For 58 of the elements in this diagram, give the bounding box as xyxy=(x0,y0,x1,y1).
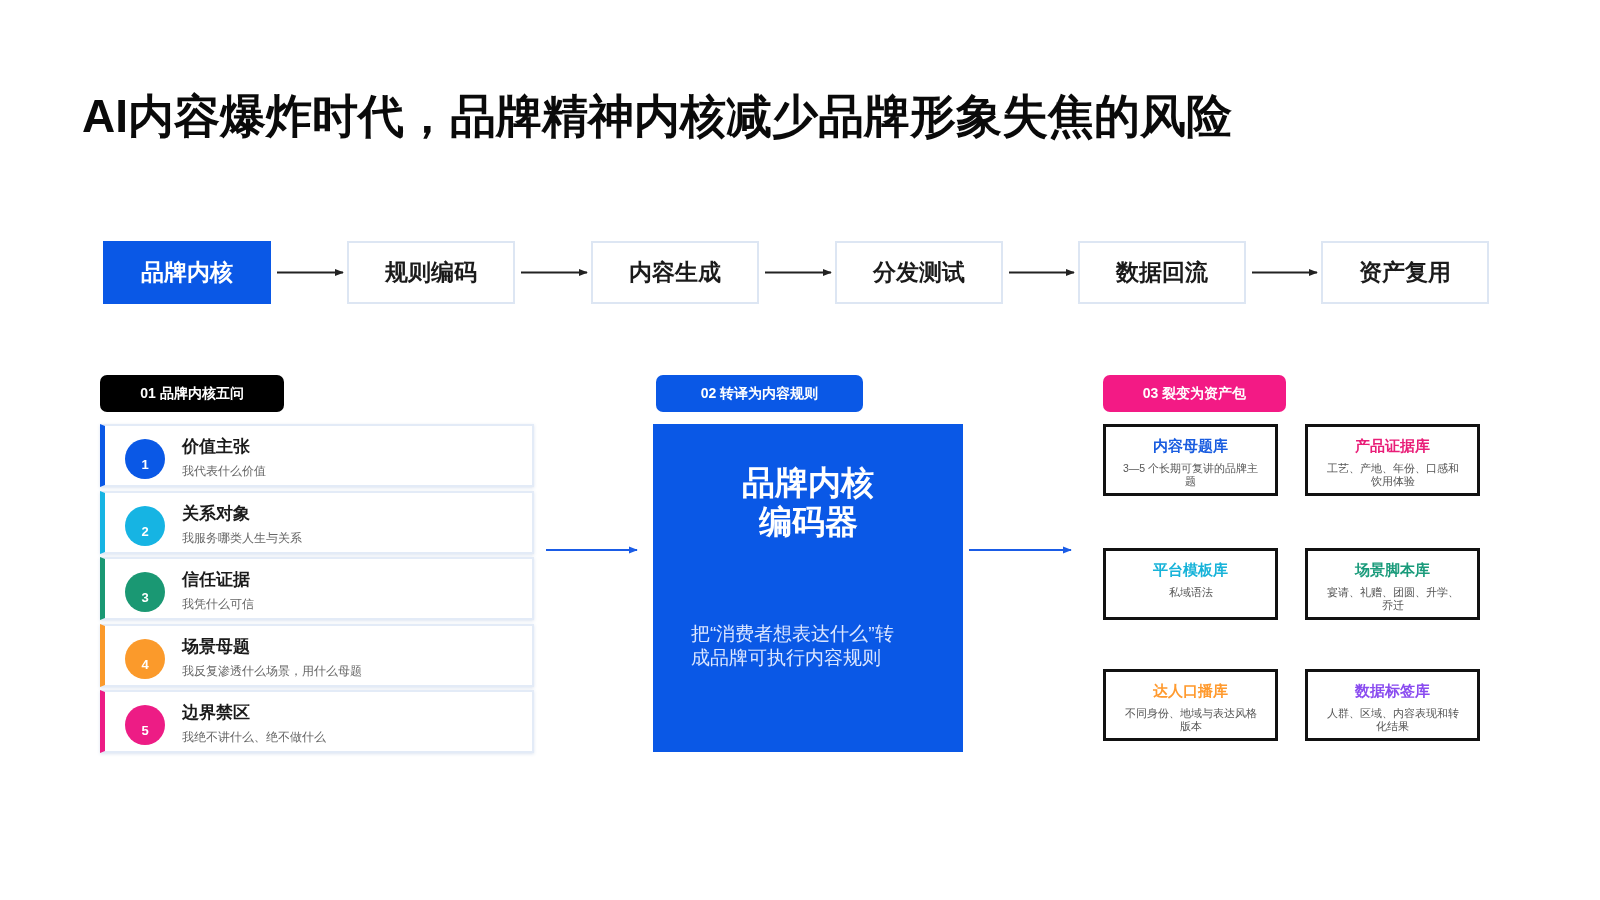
asset-card xyxy=(1305,424,1480,496)
item-card xyxy=(100,424,534,487)
section-tag: 02 转译为内容规则 xyxy=(656,375,863,412)
page-title: AI内容爆炸时代，品牌精神内核减少品牌形象失焦的风险 xyxy=(82,89,1232,144)
arrow xyxy=(520,268,588,277)
asset-card xyxy=(1103,424,1278,496)
asset-description: 宴请、礼赠、团圆、升学、乔迁 xyxy=(1325,586,1460,612)
section-tag: 01 品牌内核五问 xyxy=(100,375,284,412)
asset-title: 产品证据库 xyxy=(1355,437,1430,456)
process-step: 分发测试 xyxy=(835,241,1003,304)
process-step: 数据回流 xyxy=(1078,241,1246,304)
item-description: 我代表什么价值 xyxy=(182,463,266,480)
item-card xyxy=(100,557,534,620)
step-number: 2 xyxy=(125,505,165,546)
item-title: 信任证据 xyxy=(182,569,250,591)
arrow xyxy=(1251,268,1318,277)
asset-description: 3—5 个长期可复讲的品牌主题 xyxy=(1121,462,1260,488)
item-description: 我服务哪类人生与关系 xyxy=(182,529,302,547)
arrow xyxy=(1008,268,1075,277)
asset-title: 内容母题库 xyxy=(1153,437,1228,456)
item-description: 我反复渗透什么场景，用什么母题 xyxy=(182,662,362,680)
item-description: 我凭什么可信 xyxy=(182,596,254,613)
encoder-panel xyxy=(653,424,963,752)
asset-description: 人群、区域、内容表现和转化结果 xyxy=(1325,707,1460,733)
step-number: 5 xyxy=(125,705,165,745)
item-card xyxy=(100,623,534,687)
item-title: 关系对象 xyxy=(182,502,250,525)
step-number: 3 xyxy=(125,572,165,612)
arrow xyxy=(968,546,1072,554)
process-step: 资产复用 xyxy=(1321,241,1489,304)
asset-description: 不同身份、地域与表达风格版本 xyxy=(1123,707,1258,733)
process-step: 品牌内核 xyxy=(103,241,271,304)
item-card xyxy=(100,490,534,554)
asset-title: 达人口播库 xyxy=(1153,682,1228,701)
asset-card xyxy=(1305,548,1480,620)
item-description: 我绝不讲什么、绝不做什么 xyxy=(182,729,326,746)
panel-title: 品牌内核编码器 xyxy=(741,464,875,542)
item-title: 价值主张 xyxy=(182,436,250,458)
panel-description: 把“消费者想表达什么”转成品牌可执行内容规则 xyxy=(691,622,895,670)
asset-description: 私域语法 xyxy=(1167,586,1214,599)
asset-title: 平台模板库 xyxy=(1153,561,1228,580)
asset-card xyxy=(1103,669,1278,741)
item-card xyxy=(100,690,534,753)
process-step: 内容生成 xyxy=(591,241,759,304)
arrow xyxy=(764,268,832,277)
arrow xyxy=(276,268,344,277)
item-title: 边界禁区 xyxy=(182,702,250,724)
asset-title: 场景脚本库 xyxy=(1355,561,1430,580)
process-step: 规则编码 xyxy=(347,241,515,304)
asset-card xyxy=(1103,548,1278,620)
asset-description: 工艺、产地、年份、口感和饮用体验 xyxy=(1325,462,1460,488)
asset-card xyxy=(1305,669,1480,741)
step-number: 1 xyxy=(125,439,165,479)
item-title: 场景母题 xyxy=(182,635,250,658)
asset-title: 数据标签库 xyxy=(1355,682,1430,701)
arrow xyxy=(545,546,638,554)
section-tag: 03 裂变为资产包 xyxy=(1103,375,1286,412)
step-number: 4 xyxy=(125,638,165,679)
